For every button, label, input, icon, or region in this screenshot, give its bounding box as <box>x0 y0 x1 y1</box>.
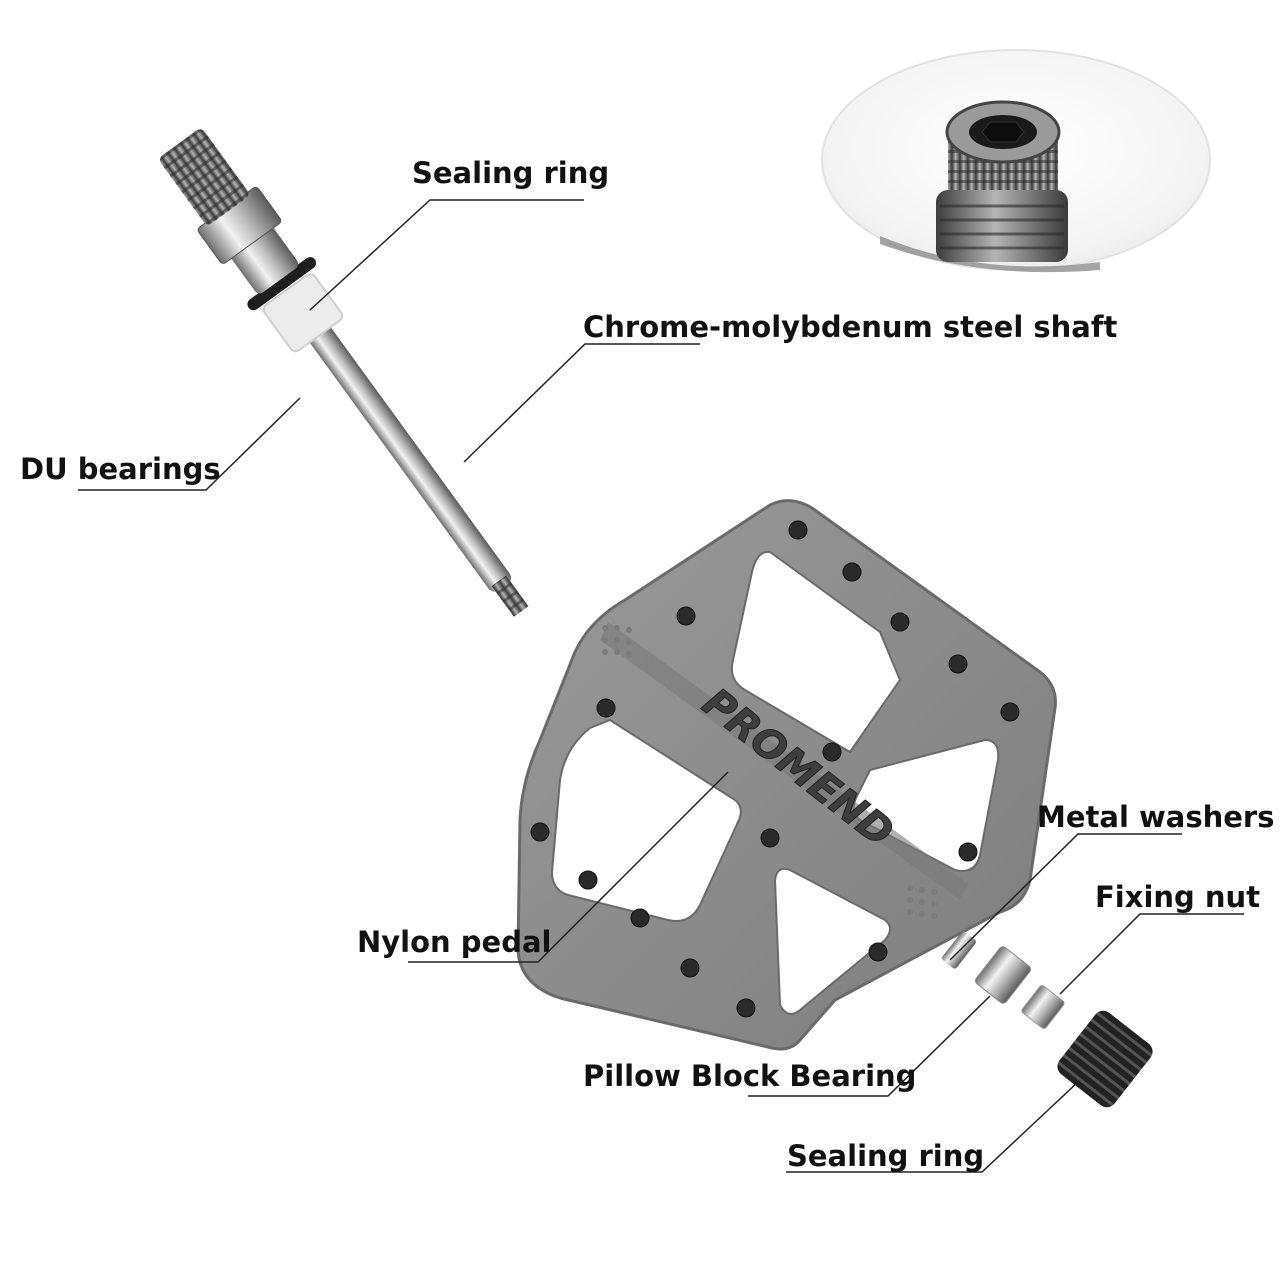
label-nylon-pedal: Nylon pedal <box>357 925 552 959</box>
pillow-block-bearing <box>974 946 1032 1004</box>
inset-closeup <box>821 49 1211 273</box>
pedal-body: PROMEND <box>516 499 1057 1051</box>
end-cap-sealing-ring <box>1057 1010 1153 1108</box>
label-sealing-ring-top: Sealing ring <box>412 156 610 190</box>
label-chrome-shaft: Chrome-molybdenum steel shaft <box>583 310 1118 344</box>
label-du-bearings: DU bearings <box>20 452 221 486</box>
label-pillow-block-bearing: Pillow Block Bearing <box>583 1059 917 1093</box>
axle-assembly <box>160 129 529 617</box>
label-sealing-ring-bottom: Sealing ring <box>787 1139 985 1173</box>
leader-lines <box>78 199 1244 1173</box>
label-fixing-nut: Fixing nut <box>1095 880 1261 914</box>
fixing-nut <box>1021 985 1065 1029</box>
label-metal-washers: Metal washers <box>1037 800 1275 834</box>
